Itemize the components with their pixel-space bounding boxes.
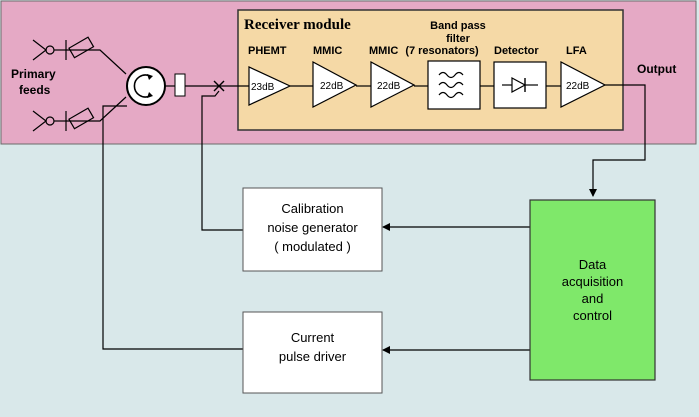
feed-line-upper [66,49,127,75]
stage-label-bpf-3: (7 resonators) [405,45,479,57]
gain-phemt: 23dB [251,82,275,93]
receiver-module-title: Receiver module [244,17,351,33]
pulse-driver-line-2: pulse driver [278,349,347,364]
stage-label-mmic-1: MMIC [313,45,342,57]
calibration-text: Calibration noise generator ( modulated … [243,199,382,256]
daq-line-4: control [572,308,613,323]
daq-box [529,199,656,381]
calibration-line-1: Calibration [281,201,344,216]
amplifier-mmic-2-icon [370,60,416,108]
amplifier-mmic-1-icon [312,60,358,108]
daq-line-2: acquisition [561,274,624,289]
amplifier-lfa-icon [560,61,607,108]
gain-lfa: 22dB [566,81,590,92]
gain-mmic-2: 22dB [377,81,401,92]
stage-label-mmic-2: MMIC [369,45,398,57]
pulse-driver-text: Current pulse driver [243,328,382,366]
output-label: Output [637,62,676,76]
pulse-driver-line-1: Current [290,330,335,345]
calibration-box [242,187,383,272]
stage-label-phemt: PHEMT [248,45,287,57]
daq-line-1: Data [578,257,607,272]
stage-label-lfa: LFA [566,45,587,57]
detector-diode-icon [493,61,547,109]
pulse-driver-box [242,311,383,394]
switch-circulator-icon [126,66,166,106]
daq-line-3: and [581,291,604,306]
primary-feeds-label-2: feeds [19,83,51,97]
gain-mmic-1: 22dB [320,81,344,92]
calibration-line-3: ( modulated ) [274,239,351,254]
calibration-line [201,90,243,231]
stage-label-bpf-2: filter [446,33,471,45]
amplifier-phemt-icon [248,66,292,106]
calibration-line-2: noise generator [267,220,358,235]
primary-feeds-label-1: Primary [11,67,56,81]
output-line [589,84,646,197]
stage-label-detector: Detector [494,45,539,57]
daq-text: Data acquisition and control [530,256,655,324]
pulse-driver-line [102,105,243,350]
isolator-icon [174,73,186,97]
feed-line-lower [66,96,127,122]
stage-label-bpf-1: Band pass [430,20,486,32]
bandpass-filter-icon [427,60,481,110]
coupler-icon [213,80,225,92]
